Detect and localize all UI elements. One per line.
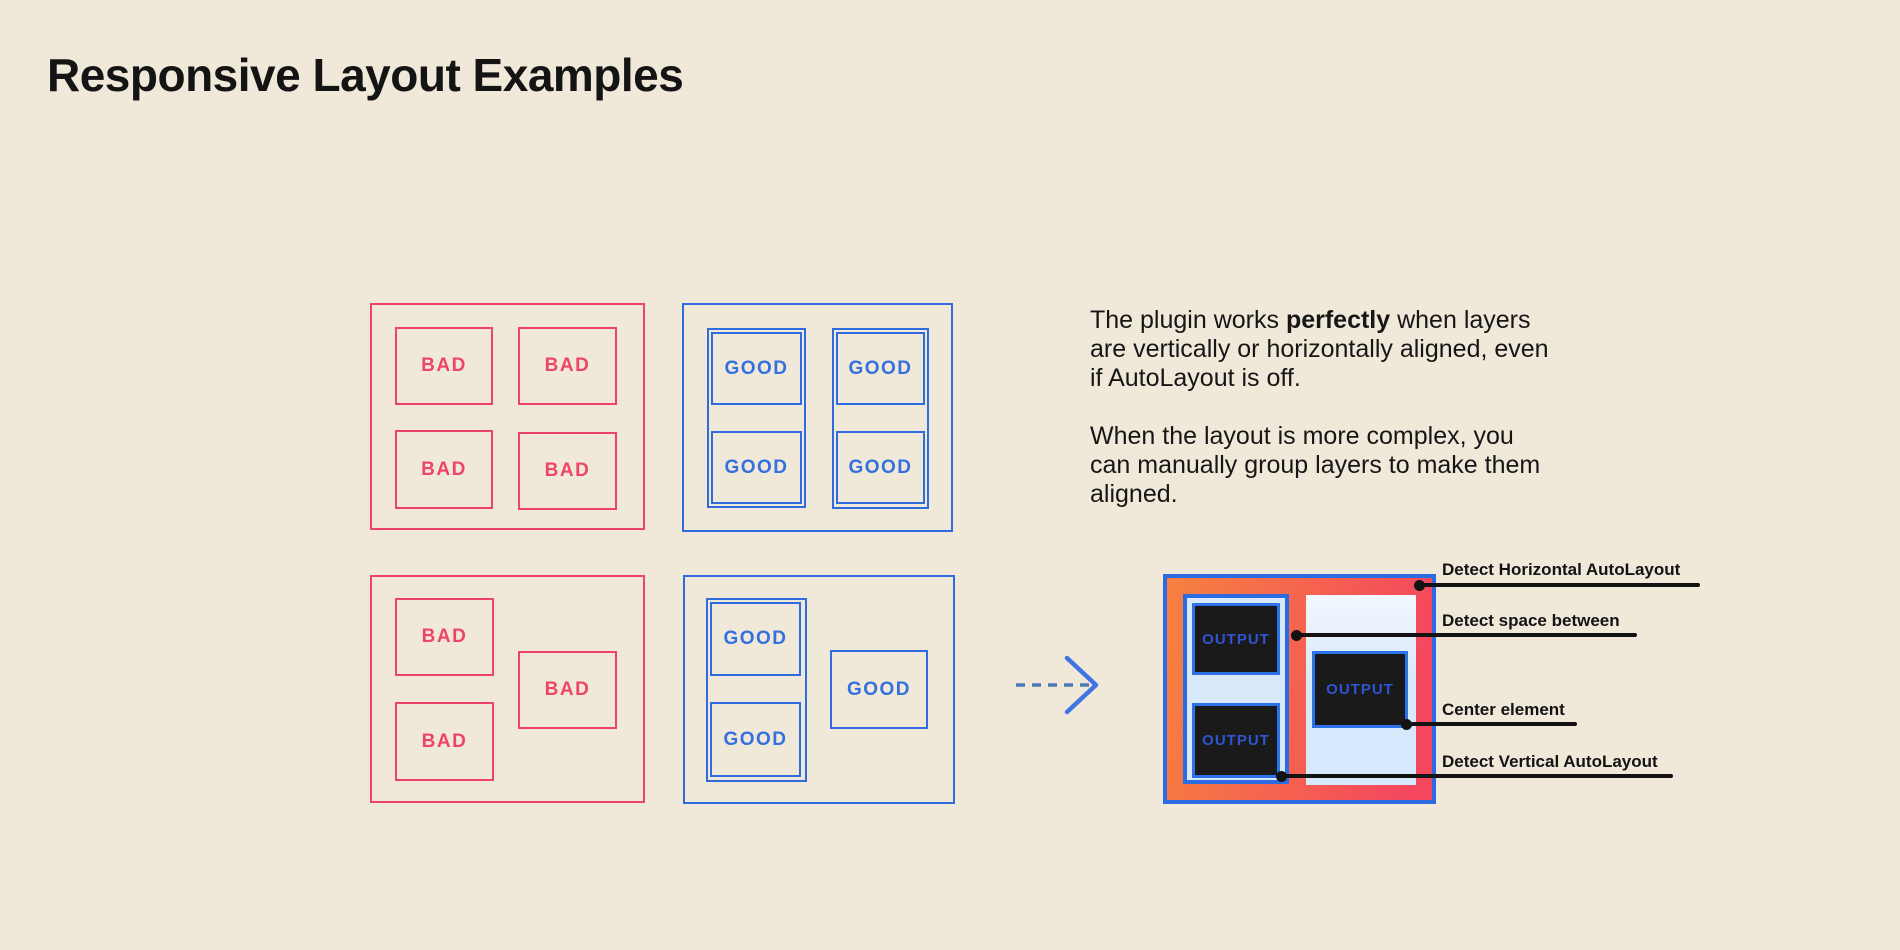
description-paragraph-1: The plugin works perfectly when layers a… — [1090, 306, 1560, 393]
bad-complex-example-frame: BAD BAD BAD — [370, 575, 645, 803]
good-group-right: GOOD GOOD — [832, 328, 929, 509]
bad-box: BAD — [518, 327, 617, 405]
annotation-line — [1407, 722, 1577, 726]
annotation-line — [1420, 583, 1700, 587]
output-box: OUTPUT — [1192, 603, 1280, 675]
output-box: OUTPUT — [1192, 703, 1280, 778]
annotation-line — [1297, 633, 1637, 637]
good-complex-example-frame: GOOD GOOD GOOD — [683, 575, 955, 804]
good-group-stacked: GOOD GOOD — [706, 598, 807, 782]
bad-box: BAD — [518, 432, 617, 510]
annotation-dot — [1401, 719, 1412, 730]
page-title: Responsive Layout Examples — [47, 49, 684, 101]
bad-box: BAD — [395, 598, 494, 676]
arrow-right-icon — [1016, 655, 1099, 715]
vertical-autolayout-group: OUTPUT OUTPUT — [1183, 594, 1289, 784]
annotation-detect-vertical-autolayout: Detect Vertical AutoLayout — [1442, 752, 1658, 771]
annotation-detect-space-between: Detect space between — [1442, 611, 1620, 630]
bad-box: BAD — [395, 702, 494, 781]
good-group-left: GOOD GOOD — [707, 328, 806, 508]
good-box: GOOD — [836, 431, 925, 504]
center-element-column: OUTPUT — [1306, 595, 1416, 785]
output-diagram: OUTPUT OUTPUT OUTPUT — [1163, 574, 1436, 804]
good-box: GOOD — [710, 702, 801, 777]
bad-box: BAD — [518, 651, 617, 729]
annotation-dot — [1414, 580, 1425, 591]
good-box: GOOD — [711, 431, 802, 504]
bad-box: BAD — [395, 430, 493, 509]
good-box: GOOD — [710, 602, 801, 676]
output-box: OUTPUT — [1312, 651, 1408, 728]
good-box: GOOD — [830, 650, 928, 729]
good-box: GOOD — [711, 332, 802, 405]
output-box-label: OUTPUT — [1202, 732, 1270, 749]
annotation-dot — [1291, 630, 1302, 641]
output-box-label: OUTPUT — [1202, 630, 1270, 648]
description-p1-bold: perfectly — [1285, 306, 1391, 334]
annotation-detect-horizontal-autolayout: Detect Horizontal AutoLayout — [1442, 560, 1681, 579]
bad-grid-example-frame: BAD BAD BAD BAD — [370, 303, 645, 530]
annotation-line — [1282, 774, 1673, 778]
good-box: GOOD — [836, 332, 925, 405]
description-p1-pre: The plugin works — [1090, 306, 1286, 334]
output-box-label: OUTPUT — [1326, 681, 1394, 698]
annotation-dot — [1276, 771, 1287, 782]
annotation-center-element: Center element — [1442, 700, 1565, 719]
description-paragraph-2: When the layout is more complex, you can… — [1090, 422, 1541, 508]
description-p1-post: when layers are vertically or horizontal… — [1090, 306, 1549, 392]
bad-box: BAD — [395, 327, 493, 405]
good-grid-example-frame: GOOD GOOD GOOD GOOD — [682, 303, 953, 532]
description-text: The plugin works perfectly when layers a… — [1090, 306, 1560, 509]
